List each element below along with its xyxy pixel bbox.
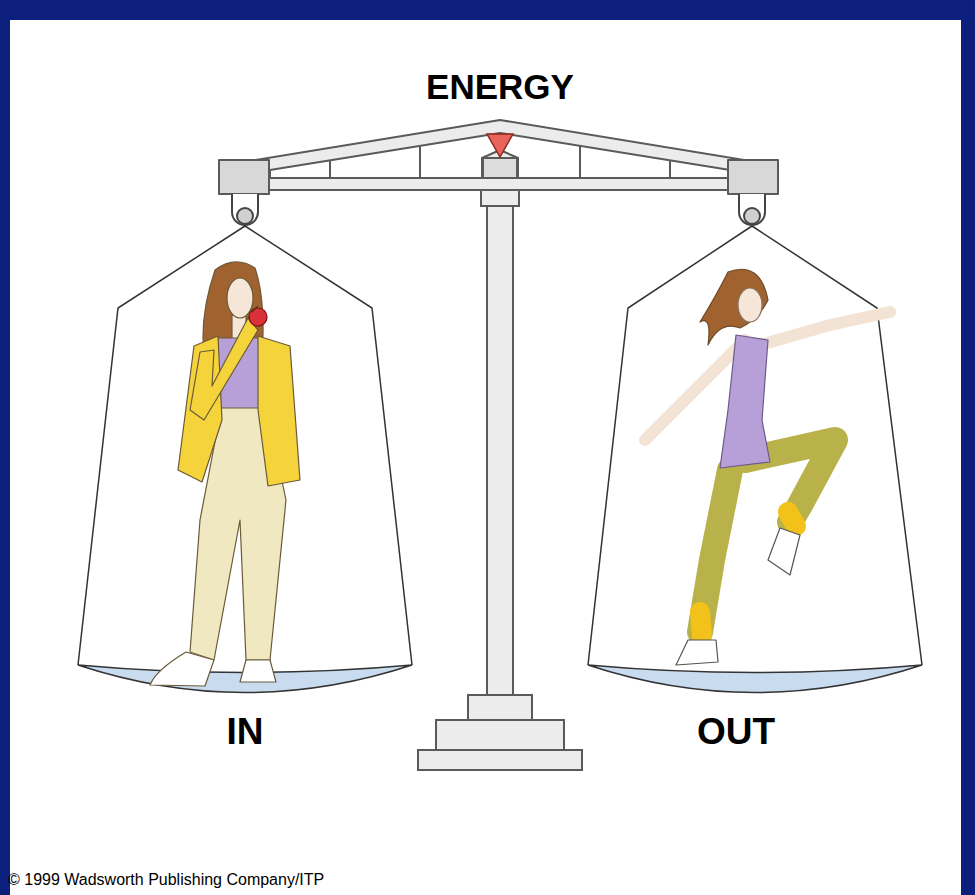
dancing-woman: [720, 335, 770, 468]
scale-title: ENERGY: [426, 68, 574, 107]
dancing-woman: [645, 269, 890, 665]
dancing-woman: [676, 640, 718, 665]
eating-woman: [150, 652, 214, 686]
balance-pointer: [487, 134, 513, 157]
balance-column: [418, 750, 582, 770]
pan-label: IN: [227, 712, 264, 753]
dancing-woman: [700, 269, 768, 345]
balance-column: [481, 190, 519, 206]
dancing-woman: [788, 512, 796, 526]
balance-column: [468, 695, 532, 720]
pan-label: OUT: [697, 712, 775, 753]
dancing-woman: [738, 288, 762, 322]
left-pan: [78, 226, 412, 693]
eating-woman: [227, 278, 253, 318]
balance-beam: [219, 120, 778, 194]
balance-beam: [225, 120, 775, 190]
eating-woman: [249, 308, 267, 326]
copyright-note: © 1999 Wadsworth Publishing Company/ITP: [8, 871, 324, 889]
balance-column: [436, 720, 564, 750]
eating-woman: [150, 262, 300, 686]
balance-column: [487, 206, 513, 696]
balance-beam: [270, 133, 730, 178]
eating-woman: [258, 336, 300, 486]
eating-woman: [190, 318, 258, 420]
balance-beam: [329, 160, 331, 178]
dancing-woman: [768, 528, 800, 575]
eating-woman: [252, 306, 258, 312]
eating-woman: [240, 660, 276, 682]
pulley: [744, 208, 760, 224]
balance-pointer: [487, 134, 513, 157]
dancing-woman: [700, 612, 702, 636]
right-pan: [588, 665, 922, 693]
balance-column: [418, 190, 582, 770]
balance-beam: [728, 160, 778, 194]
pulley: [739, 194, 765, 225]
balance-beam: [219, 160, 269, 194]
balance-beam: [483, 158, 517, 178]
balance-beam: [669, 160, 671, 178]
right-pan: [588, 226, 922, 693]
balance-beam: [579, 145, 581, 178]
pulley: [237, 208, 253, 224]
balance-beam: [419, 145, 421, 178]
pulley: [232, 194, 258, 225]
dancing-woman: [760, 312, 890, 345]
